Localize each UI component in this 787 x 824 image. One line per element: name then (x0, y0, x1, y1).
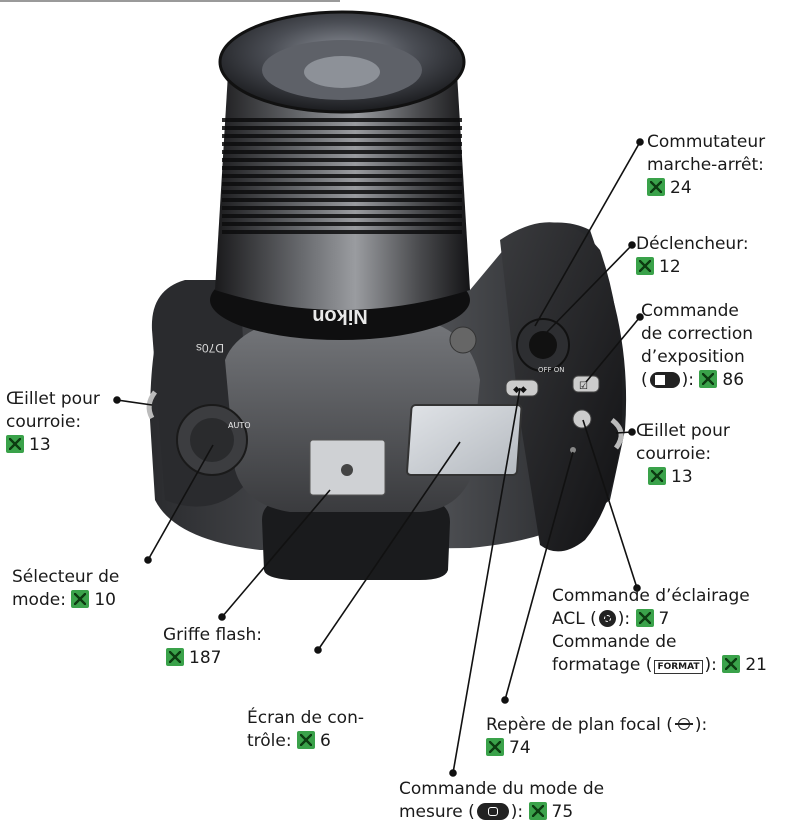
callout-metering: Commande du mode de mesure (): 75 (399, 779, 605, 822)
callout-strap-right: Œillet pour courroie: 13 (636, 421, 730, 487)
page-ref[interactable]: 13 (671, 467, 693, 487)
page-ref[interactable]: 75 (551, 802, 574, 822)
page-ref[interactable]: 7 (658, 609, 670, 629)
page-ref-icon (636, 257, 654, 275)
top-rule (0, 0, 340, 2)
page-ref-icon (6, 435, 24, 453)
focal-plane-icon (674, 718, 693, 730)
callout-control-panel: Écran de con- trôle: 6 (247, 708, 364, 751)
lamp-button (572, 409, 592, 429)
exposure-button (572, 375, 600, 393)
page-ref-icon (528, 802, 547, 820)
format-icon: FORMAT (654, 660, 703, 674)
page-ref-icon (699, 370, 718, 388)
right-grip (500, 222, 623, 552)
page-ref[interactable]: 86 (722, 370, 745, 390)
mode-dial-text: AUTO (228, 421, 251, 430)
callout-strap-left: Œillet pour courroie: 13 (6, 389, 100, 455)
callout-hot-shoe: Griffe flash: 187 (163, 625, 262, 668)
page-ref-icon (722, 655, 741, 673)
shutter-button (529, 331, 557, 359)
exposure-compensation-icon (649, 372, 680, 388)
page-ref-icon (647, 178, 665, 196)
page-ref-icon (297, 731, 315, 749)
model-text: D70s (196, 341, 224, 355)
lamp-icon (598, 610, 616, 627)
page-ref[interactable]: 74 (509, 738, 531, 758)
page-ref-icon (486, 738, 504, 756)
page-ref-icon (71, 590, 90, 608)
page-ref[interactable]: 187 (189, 648, 222, 668)
page-ref-icon (648, 467, 666, 485)
eyepiece (262, 498, 450, 580)
page-ref[interactable]: 21 (745, 655, 767, 675)
callout-mode-dial: Sélecteur de mode: 10 (12, 567, 120, 610)
svg-text:☑: ☑ (579, 381, 588, 392)
metering-button (505, 379, 539, 397)
metering-icon (476, 803, 509, 820)
page-ref-icon (166, 648, 184, 666)
brand-text: Nikon (312, 305, 368, 327)
page-ref[interactable]: 6 (320, 731, 331, 751)
control-panel-lcd (406, 404, 523, 476)
page-ref[interactable]: 24 (670, 178, 692, 198)
page-ref-icon (635, 609, 654, 627)
page-ref[interactable]: 13 (29, 435, 51, 455)
speaker-grille (449, 326, 477, 354)
callout-shutter: Déclencheur: 12 (636, 234, 749, 277)
callout-focal-plane: Repère de plan focal (): 74 (486, 715, 708, 758)
callout-exposure: Commande de correction d’exposition (): … (641, 301, 754, 390)
switch-text: OFF ON (538, 366, 565, 374)
callout-power-switch: Commutateur marche-arrêt: 24 (647, 132, 766, 198)
page-ref[interactable]: 12 (659, 257, 681, 277)
callout-lcd-light: Commande d’éclairage ACL (): 7 Commande … (552, 586, 767, 675)
page-ref[interactable]: 10 (94, 590, 116, 610)
